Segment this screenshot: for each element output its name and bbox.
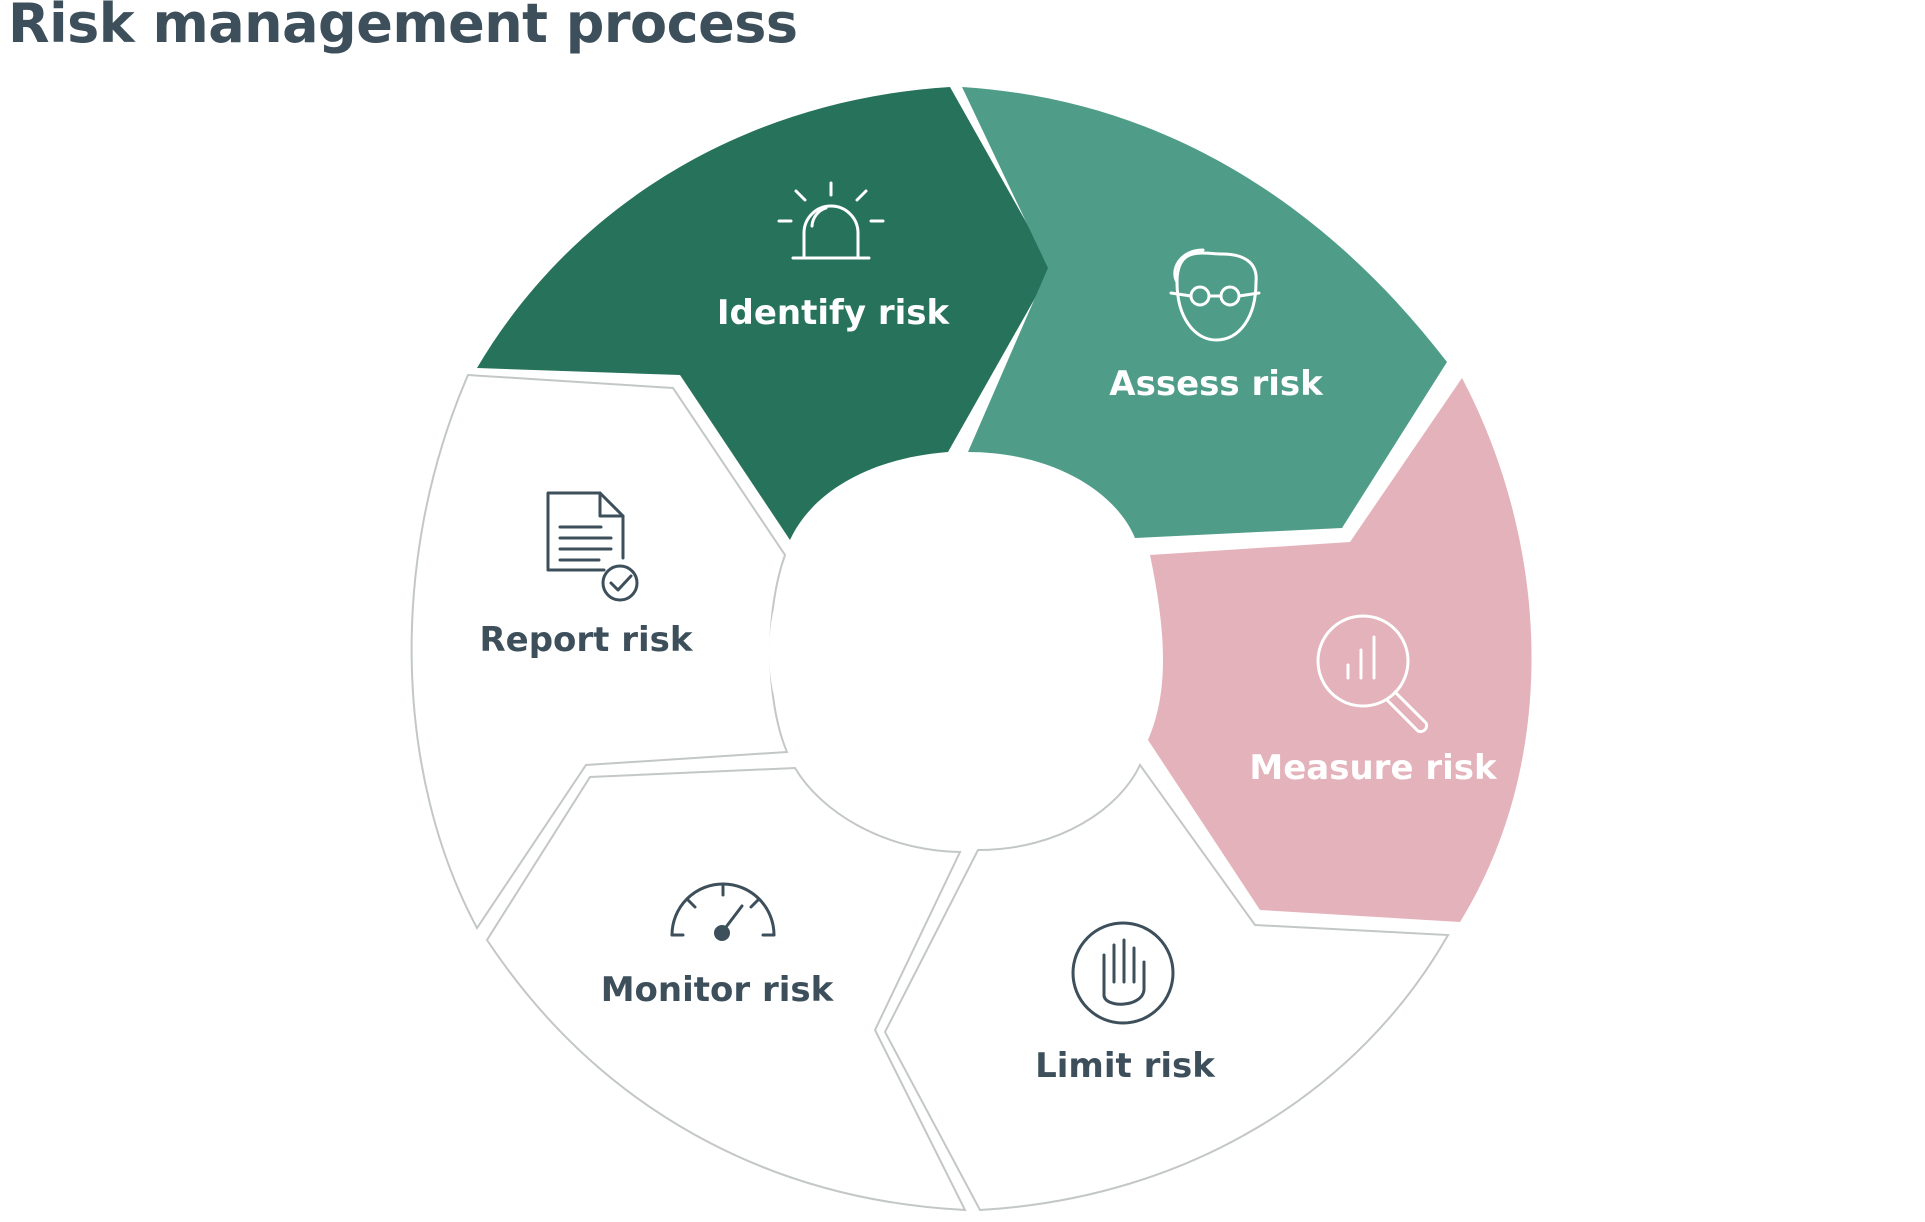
segment-report: [410, 373, 789, 930]
segment-measure: [1148, 378, 1532, 922]
segment-assess: [962, 87, 1447, 538]
segment-assess-shape: [962, 87, 1447, 538]
label-assess-risk: Assess risk: [1109, 364, 1324, 404]
label-monitor-risk: Monitor risk: [601, 970, 835, 1010]
magnifier-chart-icon: [1316, 614, 1429, 734]
segment-identify-shape: [477, 87, 1052, 540]
segment-monitor-shape: [485, 766, 967, 1212]
label-report-risk: Report risk: [479, 620, 693, 660]
label-limit-risk: Limit risk: [1035, 1046, 1216, 1086]
segment-limit-shape: [883, 763, 1450, 1212]
segment-limit: [883, 763, 1450, 1212]
segment-identify: [477, 87, 1052, 540]
page-title: Risk management process: [8, 0, 798, 55]
segment-report-shape: [410, 373, 789, 930]
center-hole: [769, 456, 1161, 848]
segment-measure-shape: [1148, 378, 1532, 922]
person-glasses-icon: [1169, 248, 1261, 342]
alarm-light-icon: [777, 181, 885, 260]
segment-monitor: [485, 766, 967, 1212]
speedometer-needle-hub: [714, 925, 730, 941]
stop-hand-icon: [1071, 921, 1175, 1025]
label-measure-risk: Measure risk: [1249, 748, 1498, 788]
document-check-icon: [546, 491, 639, 602]
label-identify-risk: Identify risk: [717, 293, 951, 333]
